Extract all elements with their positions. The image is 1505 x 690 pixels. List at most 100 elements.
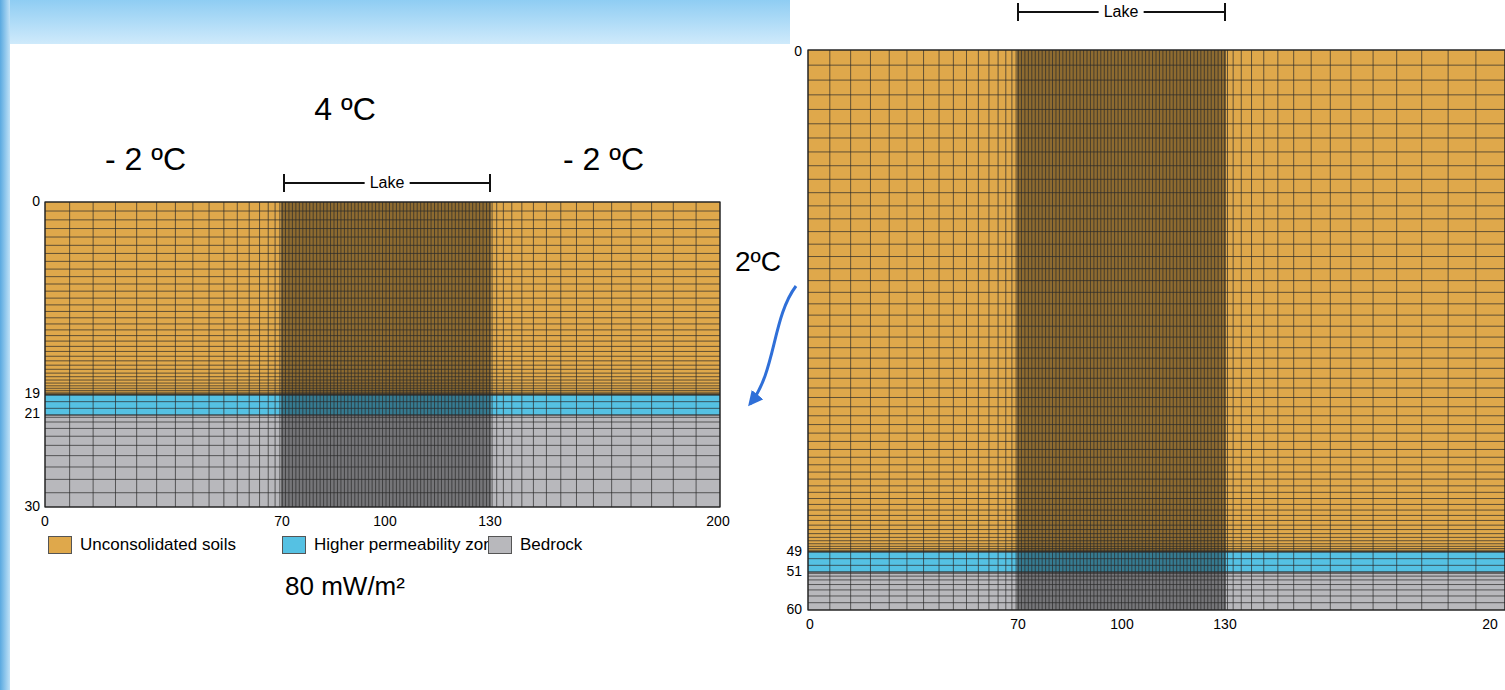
grid-line bbox=[808, 424, 1505, 425]
grid-line bbox=[268, 202, 269, 507]
grid-line bbox=[808, 543, 1505, 544]
depth-tick: 60 bbox=[786, 602, 802, 617]
grid-line bbox=[829, 50, 830, 610]
grid-line bbox=[1124, 50, 1125, 610]
grid-line bbox=[1069, 50, 1070, 610]
grid-line bbox=[1197, 50, 1198, 610]
grid-line bbox=[1241, 50, 1242, 610]
grid-line bbox=[1131, 50, 1132, 610]
grid-line bbox=[69, 202, 70, 507]
grid-line bbox=[483, 202, 484, 507]
grid-line bbox=[1118, 50, 1119, 610]
grid-line bbox=[354, 202, 355, 507]
grid-line bbox=[808, 205, 1505, 206]
grid-line bbox=[492, 202, 493, 507]
grid-line bbox=[808, 573, 1505, 574]
grid-line bbox=[1211, 50, 1212, 610]
grid-line bbox=[808, 520, 1505, 521]
grid-line bbox=[175, 202, 176, 507]
grid-line bbox=[115, 202, 116, 507]
grid-line bbox=[808, 387, 1505, 388]
grid-line bbox=[313, 202, 314, 507]
grid-line bbox=[1107, 50, 1108, 610]
grid-line bbox=[1100, 50, 1101, 610]
grid-line bbox=[808, 192, 1505, 193]
grid-line bbox=[347, 202, 348, 507]
grid-line bbox=[560, 202, 561, 507]
grid-line bbox=[1114, 50, 1115, 610]
grid-line bbox=[368, 202, 369, 507]
model-grid bbox=[45, 202, 720, 507]
grid-line bbox=[1049, 50, 1050, 610]
legend-entry: Bedrock bbox=[488, 535, 582, 555]
grid-line bbox=[237, 202, 238, 507]
grid-line bbox=[490, 202, 491, 507]
grid-line bbox=[1350, 50, 1351, 610]
curved-arrow bbox=[750, 286, 796, 404]
grid-line bbox=[249, 202, 250, 507]
grid-line bbox=[1005, 50, 1006, 610]
grid-line bbox=[1138, 50, 1139, 610]
grid-line bbox=[1169, 50, 1170, 610]
grid-line bbox=[1152, 50, 1153, 610]
grid-line bbox=[808, 552, 1505, 553]
grid-line bbox=[1293, 50, 1294, 610]
grid-line bbox=[808, 441, 1505, 442]
grid-line bbox=[808, 151, 1505, 152]
temperature-label: - 2 ºC bbox=[563, 142, 644, 177]
grid-line bbox=[696, 202, 697, 507]
grid-line bbox=[808, 65, 1505, 66]
temperature-label: 2ºC bbox=[735, 247, 781, 278]
grid-line bbox=[372, 202, 373, 507]
grid-line bbox=[808, 533, 1505, 534]
grid-line bbox=[808, 292, 1505, 293]
grid-line bbox=[808, 457, 1505, 458]
grid-line bbox=[486, 202, 487, 507]
grid-line bbox=[1042, 50, 1043, 610]
distance-tick: 100 bbox=[373, 514, 396, 529]
grid-line bbox=[1016, 50, 1017, 610]
grid-line bbox=[808, 529, 1505, 530]
grid-line bbox=[1396, 50, 1397, 610]
distance-tick: 100 bbox=[1110, 617, 1133, 632]
grid-line bbox=[511, 202, 512, 507]
grid-line bbox=[808, 406, 1505, 407]
grid-line bbox=[1448, 50, 1449, 610]
legend-swatch bbox=[48, 536, 72, 554]
grid-line bbox=[1176, 50, 1177, 610]
grid-line bbox=[988, 50, 989, 610]
grid-line bbox=[808, 576, 1505, 577]
frame-strip bbox=[0, 0, 10, 690]
distance-tick: 70 bbox=[1010, 617, 1026, 632]
grid-line bbox=[1162, 50, 1163, 610]
grid-line bbox=[808, 449, 1505, 450]
grid-line bbox=[192, 202, 193, 507]
grid-line bbox=[403, 202, 404, 507]
grid-line bbox=[808, 256, 1505, 257]
grid-line bbox=[808, 268, 1505, 269]
legend-text: Unconsolidated soils bbox=[80, 535, 236, 555]
grid-line bbox=[344, 202, 345, 507]
lake-label: Lake bbox=[1099, 3, 1144, 21]
grid-line bbox=[808, 137, 1505, 138]
grid-line bbox=[320, 202, 321, 507]
grid-line bbox=[1251, 50, 1252, 610]
grid-line bbox=[285, 202, 286, 507]
distance-tick: 70 bbox=[274, 514, 290, 529]
grid-line bbox=[1066, 50, 1067, 610]
grid-line bbox=[451, 202, 452, 507]
grid-line bbox=[392, 202, 393, 507]
grid-line bbox=[1111, 50, 1112, 610]
legend-text: Bedrock bbox=[520, 535, 582, 555]
grid-line bbox=[808, 552, 1505, 553]
grid-line bbox=[808, 94, 1505, 95]
grid-line bbox=[808, 558, 1505, 559]
grid-line bbox=[302, 202, 303, 507]
grid-line bbox=[808, 515, 1505, 516]
grid-line bbox=[808, 315, 1505, 316]
grid-line bbox=[1135, 50, 1136, 610]
grid-line bbox=[1062, 50, 1063, 610]
temperature-label: - 2 ºC bbox=[105, 142, 186, 177]
grid-line bbox=[340, 202, 341, 507]
grid-line bbox=[808, 485, 1505, 486]
